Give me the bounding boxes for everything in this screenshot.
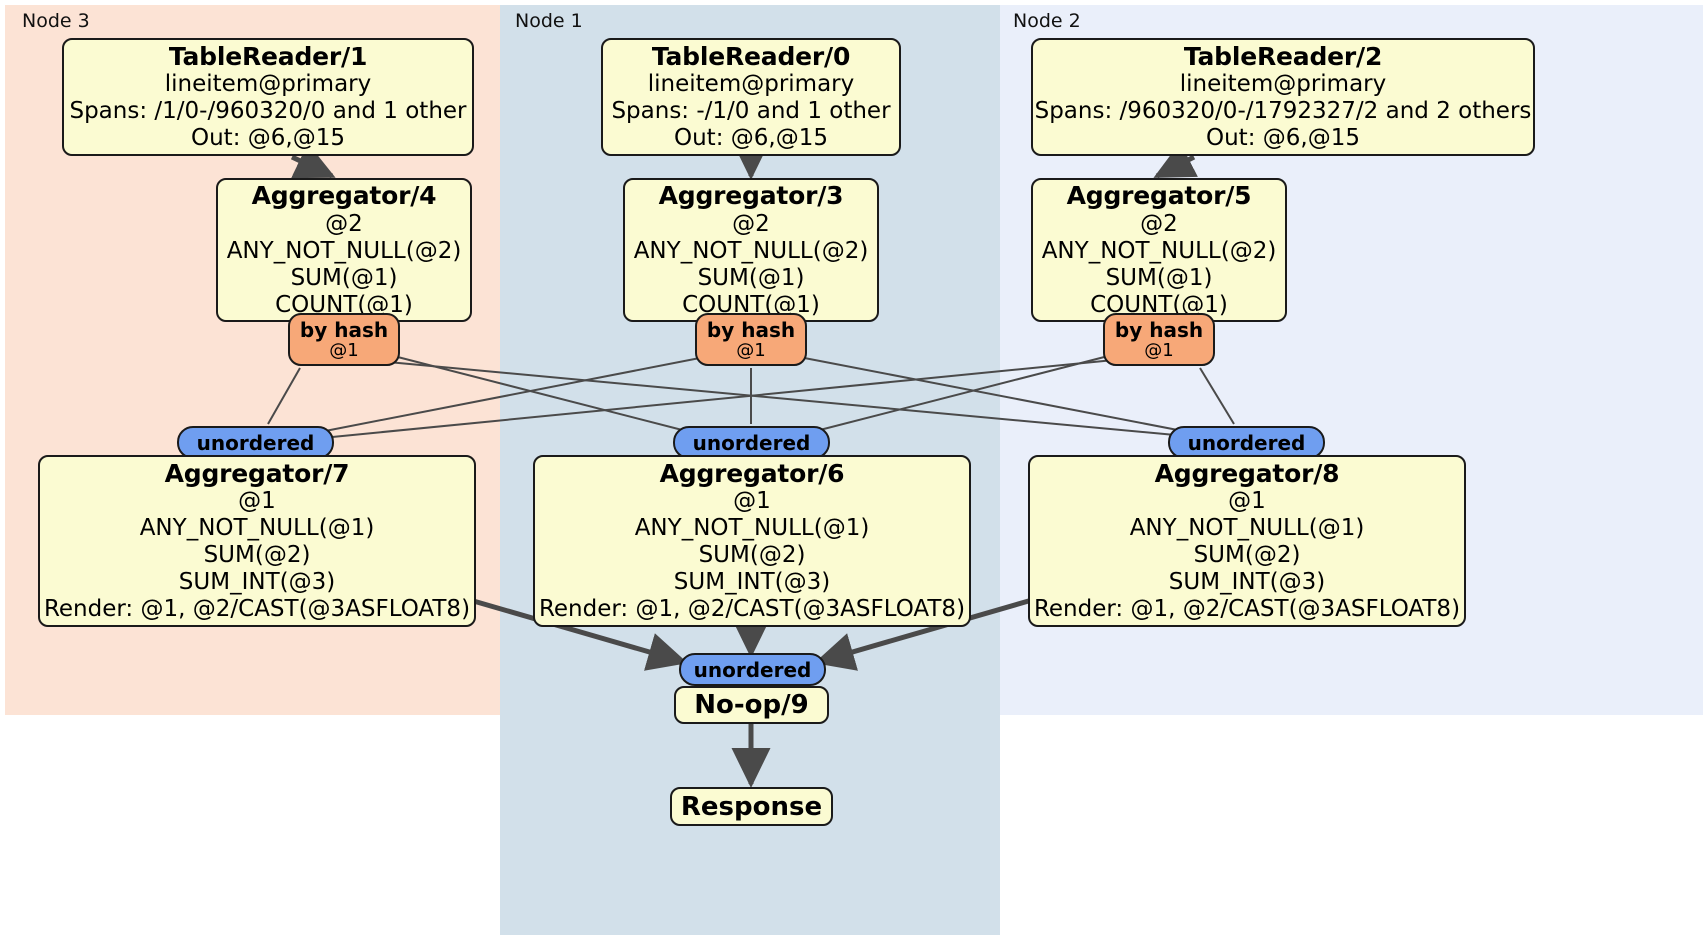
processor-line: Out: @6,@15 [1206,125,1360,152]
synchronizer-unordered-center[interactable]: unordered [673,426,830,459]
processor-line: Spans: /1/0-/960320/0 and 1 other [69,98,467,125]
synchronizer-unordered-final[interactable]: unordered [679,653,826,686]
processor-line: @2 [732,210,770,237]
processor-line: SUM_INT(@3) [1168,569,1326,596]
processor-line: ANY_NOT_NULL(@1) [1129,515,1365,542]
processor-title: Aggregator/5 [1066,181,1252,211]
processor-title: Aggregator/3 [658,181,844,211]
processor-title: Aggregator/8 [1154,458,1340,488]
synchronizer-unordered-left[interactable]: unordered [177,426,334,459]
processor-aggregator-7[interactable]: Aggregator/7 @1 ANY_NOT_NULL(@1) SUM(@2)… [38,455,476,627]
processor-line: Out: @6,@15 [674,125,828,152]
processor-line: lineitem@primary [164,71,372,98]
processor-line: @2 [1140,210,1178,237]
processor-title: TableReader/0 [651,41,851,71]
processor-table-reader-1[interactable]: TableReader/1 lineitem@primary Spans: /1… [62,38,474,156]
router-by-hash-right[interactable]: by hash @1 [1103,313,1215,366]
processor-line: Out: @6,@15 [191,125,345,152]
router-column: @1 [1144,339,1174,361]
processor-line: ANY_NOT_NULL(@2) [226,237,462,264]
processor-line: Render: @1, @2/CAST(@3ASFLOAT8) [43,596,471,623]
processor-line: Spans: /960320/0-/1792327/2 and 2 others [1034,98,1532,125]
processor-title: Aggregator/6 [659,458,845,488]
router-column: @1 [736,339,766,361]
processor-line: @2 [325,210,363,237]
processor-line: SUM(@2) [698,542,806,569]
node-label-node3: Node 3 [22,10,90,32]
processor-title: TableReader/1 [168,41,368,71]
processor-line: @1 [1228,488,1266,515]
node-label-node2: Node 2 [1013,10,1081,32]
processor-table-reader-0[interactable]: TableReader/0 lineitem@primary Spans: -/… [601,38,901,156]
processor-line: SUM(@2) [1193,542,1301,569]
processor-line: SUM(@1) [290,264,398,291]
processor-aggregator-3[interactable]: Aggregator/3 @2 ANY_NOT_NULL(@2) SUM(@1)… [623,178,879,322]
processor-aggregator-5[interactable]: Aggregator/5 @2 ANY_NOT_NULL(@2) SUM(@1)… [1031,178,1287,322]
processor-line: ANY_NOT_NULL(@1) [634,515,870,542]
processor-title: TableReader/2 [1183,41,1383,71]
processor-aggregator-4[interactable]: Aggregator/4 @2 ANY_NOT_NULL(@2) SUM(@1)… [216,178,472,322]
processor-response[interactable]: Response [670,787,833,826]
router-by-hash-center[interactable]: by hash @1 [695,313,807,366]
processor-line: SUM_INT(@3) [673,569,831,596]
processor-line: SUM_INT(@3) [178,569,336,596]
processor-line: ANY_NOT_NULL(@1) [139,515,375,542]
processor-line: Spans: -/1/0 and 1 other [611,98,891,125]
processor-title: Aggregator/4 [251,181,437,211]
processor-line: SUM(@1) [697,264,805,291]
processor-line: SUM(@2) [203,542,311,569]
router-column: @1 [329,339,359,361]
processor-line: lineitem@primary [1179,71,1387,98]
node-label-node1: Node 1 [515,10,583,32]
processor-line: @1 [733,488,771,515]
processor-line: Render: @1, @2/CAST(@3ASFLOAT8) [538,596,966,623]
processor-line: SUM(@1) [1105,264,1213,291]
processor-line: Render: @1, @2/CAST(@3ASFLOAT8) [1033,596,1461,623]
router-label: by hash [706,317,796,342]
processor-title: Aggregator/7 [164,458,350,488]
processor-aggregator-8[interactable]: Aggregator/8 @1 ANY_NOT_NULL(@1) SUM(@2)… [1028,455,1466,627]
processor-table-reader-2[interactable]: TableReader/2 lineitem@primary Spans: /9… [1031,38,1535,156]
processor-line: ANY_NOT_NULL(@2) [1041,237,1277,264]
processor-aggregator-6[interactable]: Aggregator/6 @1 ANY_NOT_NULL(@1) SUM(@2)… [533,455,971,627]
processor-line: ANY_NOT_NULL(@2) [633,237,869,264]
router-label: by hash [299,317,389,342]
router-label: by hash [1114,317,1204,342]
router-by-hash-left[interactable]: by hash @1 [288,313,400,366]
processor-noop-9[interactable]: No-op/9 [674,686,829,724]
processor-line: @1 [238,488,276,515]
processor-line: lineitem@primary [647,71,855,98]
